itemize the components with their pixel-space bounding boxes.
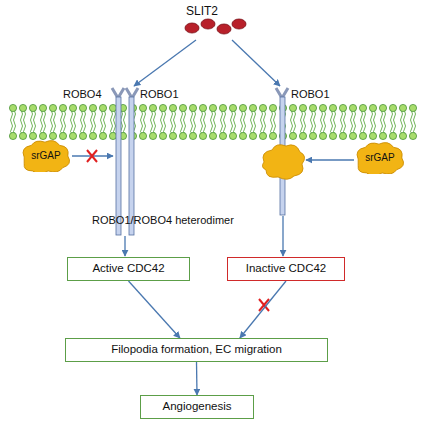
srgap-arrows xyxy=(72,156,354,160)
receptor-name: ROBO1 xyxy=(140,88,179,100)
flow-arrow xyxy=(196,362,198,395)
robo-receptors xyxy=(112,88,288,235)
node-text: srGAP xyxy=(31,150,60,162)
node-text: Active CDC42 xyxy=(92,262,164,275)
node-text: Angiogenesis xyxy=(162,400,231,413)
cell-membrane xyxy=(8,104,418,140)
srgap-protein: srGAP xyxy=(20,140,72,172)
complex-name: ROBO1/ROBO4 heterodimer xyxy=(92,214,234,226)
process-box: Active CDC42 xyxy=(67,257,190,281)
srgap-protein: srGAP xyxy=(354,142,406,174)
slit2-ligand xyxy=(185,19,246,34)
node-text: Filopodia formation, EC migration xyxy=(111,343,282,356)
inhibition-mark xyxy=(87,150,97,162)
outcome-box: Angiogenesis xyxy=(140,395,254,419)
blob-shape xyxy=(357,143,404,174)
flow-arrow xyxy=(240,281,286,338)
blob-shape xyxy=(23,141,70,172)
receptor-name: ROBO1 xyxy=(291,88,330,100)
process-box: Inactive CDC42 xyxy=(227,257,345,281)
srgap-bound xyxy=(262,145,304,180)
process-box: Filopodia formation, EC migration xyxy=(65,338,328,362)
receptor-name: ROBO4 xyxy=(63,88,102,100)
ligand-arrows xyxy=(134,40,280,86)
ligand-name: SLIT2 xyxy=(186,4,218,18)
flow-arrow xyxy=(129,281,180,338)
node-text: Inactive CDC42 xyxy=(246,262,327,275)
node-text: srGAP xyxy=(365,152,394,164)
